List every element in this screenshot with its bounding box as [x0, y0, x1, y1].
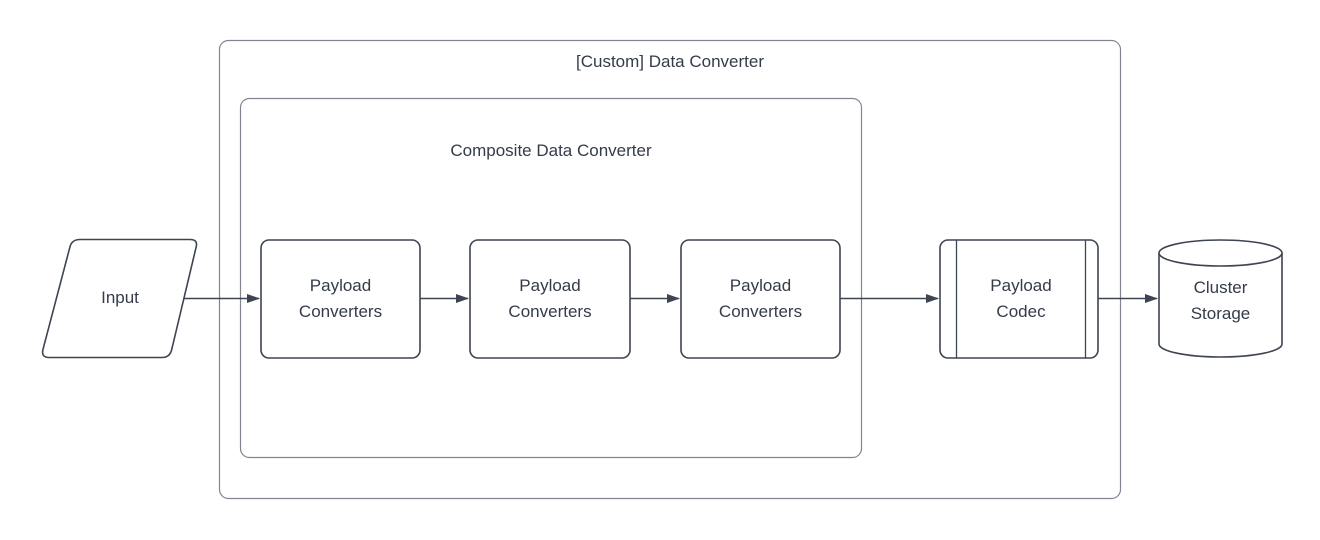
- input-shape: [41, 238, 198, 359]
- cluster-storage-shape: [1158, 239, 1283, 358]
- payload-converters-2-shape: [469, 239, 631, 359]
- container-custom-data-converter: [218, 39, 1122, 500]
- payload-converters-3-shape: [680, 239, 841, 359]
- cluster-storage-top-rim: [1158, 239, 1283, 267]
- container-composite-data-converter: [239, 97, 863, 459]
- payload-converters-1-shape: [260, 239, 421, 359]
- payload-codec-shape: [939, 239, 1099, 359]
